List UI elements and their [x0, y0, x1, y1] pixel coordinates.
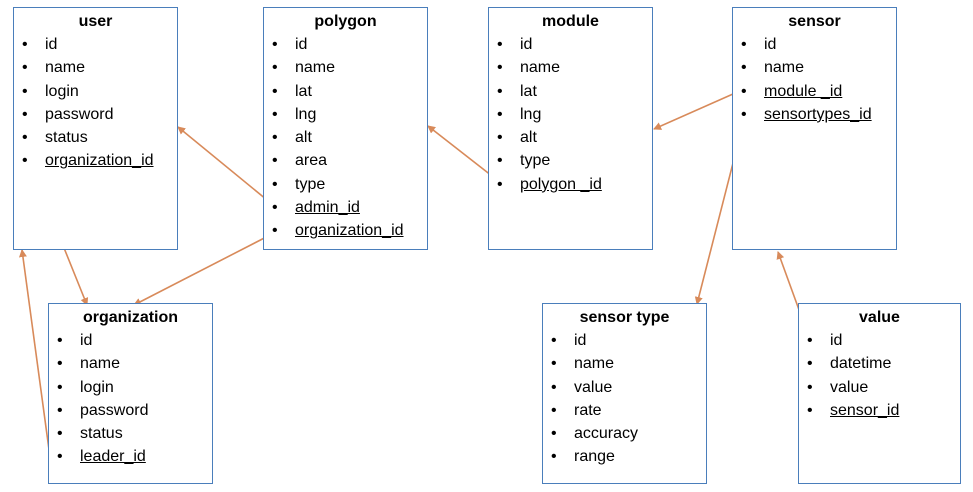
field-item: id [733, 33, 896, 57]
field-item: value [543, 376, 706, 400]
field-item: id [489, 33, 652, 57]
entity-value: value id datetime value sensor_id [798, 303, 961, 484]
field-item: type [264, 173, 427, 197]
entity-sensor-type: sensor type id name value rate accuracy … [542, 303, 707, 484]
field-item: name [49, 352, 212, 376]
field-list: id name value rate accuracy range [543, 329, 706, 469]
field-item: login [49, 376, 212, 400]
field-list: id name login password status organizati… [14, 33, 177, 173]
field-item-foreign-key: sensortypes_id [733, 103, 896, 127]
entity-module: module id name lat lng alt type polygon … [488, 7, 653, 250]
field-list: id datetime value sensor_id [799, 329, 960, 422]
field-item: type [489, 149, 652, 173]
entity-sensor: sensor id name module _id sensortypes_id [732, 7, 897, 250]
relation-organization-leader-to-user [18, 249, 51, 458]
field-item-foreign-key: organization_id [14, 149, 177, 173]
field-item: name [543, 352, 706, 376]
field-item: area [264, 149, 427, 173]
field-item: name [264, 56, 427, 80]
field-item: id [14, 33, 177, 57]
field-item: range [543, 445, 706, 469]
field-item: status [49, 422, 212, 446]
field-item: value [799, 376, 960, 400]
entity-title: sensor type [579, 309, 670, 326]
field-list: id name module _id sensortypes_id [733, 33, 896, 126]
entity-title: polygon [314, 13, 377, 30]
field-list: id name lat lng alt type polygon _id [489, 33, 652, 196]
field-item: password [14, 103, 177, 127]
entity-title: value [859, 309, 900, 326]
field-item: status [14, 126, 177, 150]
field-item: name [489, 56, 652, 80]
field-item: lng [489, 103, 652, 127]
field-item-foreign-key: leader_id [49, 445, 212, 469]
field-item: alt [489, 126, 652, 150]
field-item-foreign-key: sensor_id [799, 399, 960, 423]
field-item: name [14, 56, 177, 80]
field-item-foreign-key: polygon _id [489, 173, 652, 197]
field-item: login [14, 80, 177, 104]
entity-title: organization [82, 309, 179, 326]
entity-title: user [78, 13, 113, 30]
entity-user: user id name login password status organ… [13, 7, 178, 250]
field-list: id name lat lng alt area type admin_id o… [264, 33, 427, 243]
field-item: alt [264, 126, 427, 150]
field-item: name [733, 56, 896, 80]
entity-polygon: polygon id name lat lng alt area type ad… [263, 7, 428, 250]
field-item-foreign-key: module _id [733, 80, 896, 104]
field-item-foreign-key: organization_id [264, 219, 427, 243]
field-item: id [264, 33, 427, 57]
entity-title: sensor [788, 13, 841, 30]
field-item: password [49, 399, 212, 423]
entity-organization: organization id name login password stat… [48, 303, 213, 484]
relation-sensor-module-to-module [653, 89, 743, 130]
field-item: datetime [799, 352, 960, 376]
field-item: id [799, 329, 960, 353]
field-item: accuracy [543, 422, 706, 446]
field-item: lng [264, 103, 427, 127]
field-item: lat [489, 80, 652, 104]
entity-title: module [542, 13, 599, 30]
field-item-foreign-key: admin_id [264, 196, 427, 220]
field-item: lat [264, 80, 427, 104]
field-list: id name login password status leader_id [49, 329, 212, 469]
field-item: id [49, 329, 212, 353]
field-item: rate [543, 399, 706, 423]
field-item: id [543, 329, 706, 353]
